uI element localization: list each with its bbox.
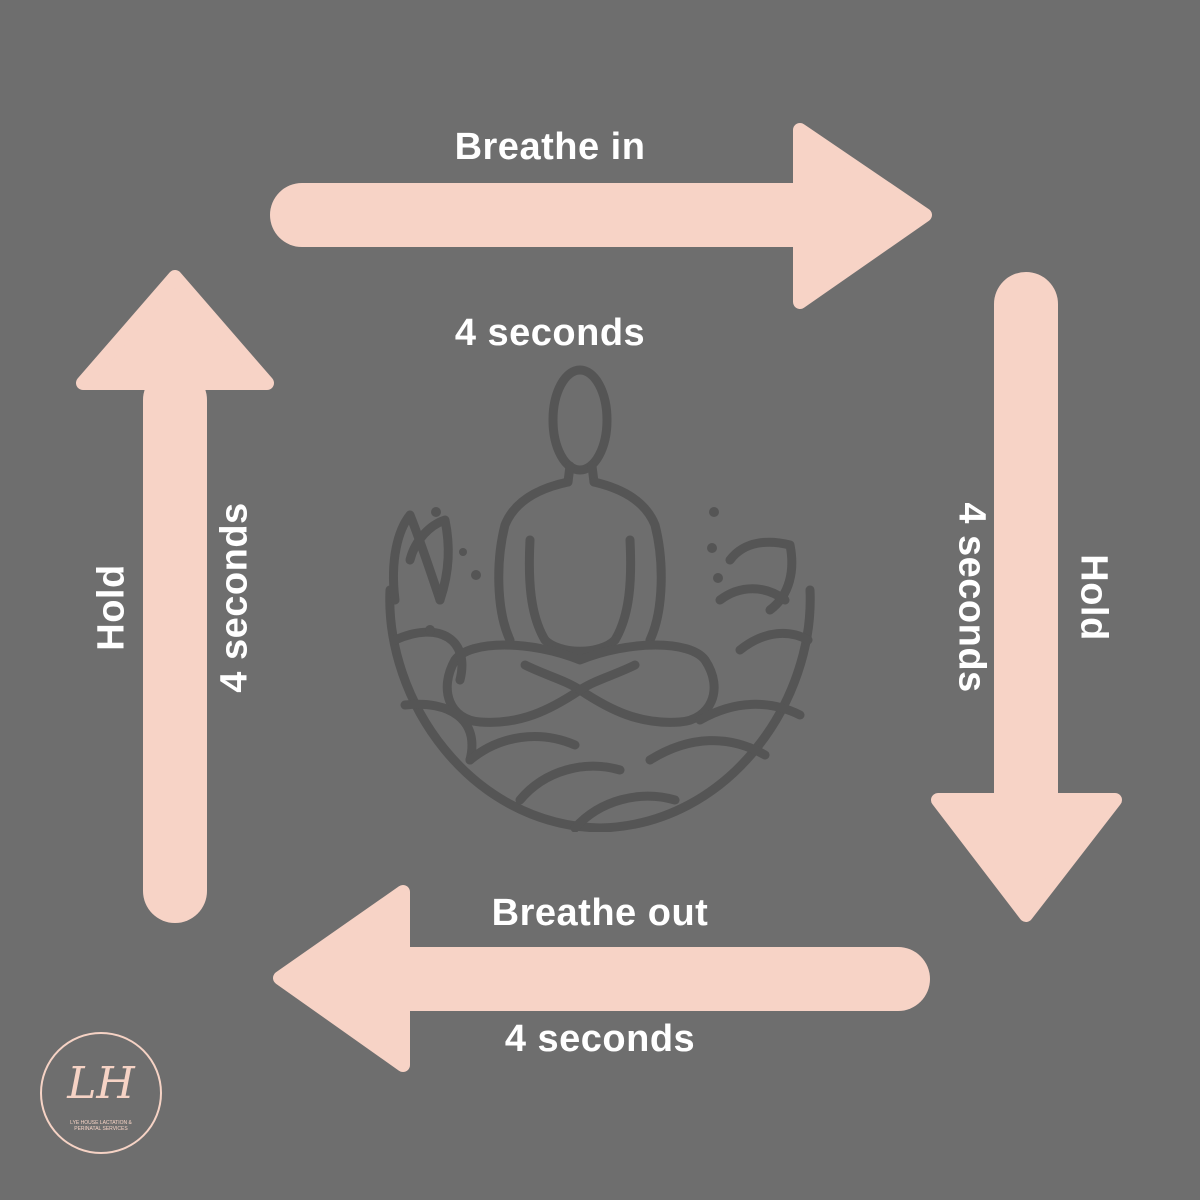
breathe-out-duration: 4 seconds: [504, 1018, 696, 1060]
breathe-in-label: Breathe in: [454, 126, 646, 168]
right-hold-label: Hold: [1072, 554, 1115, 641]
meditation-figure-icon: [385, 365, 815, 832]
right-hold-duration: 4 seconds: [950, 502, 993, 693]
left-hold-duration: 4 seconds: [213, 502, 256, 693]
brand-logo: LH LYE HOUSE LACTATION & PERINATAL SERVI…: [38, 1030, 164, 1156]
hold-down-arrow: [931, 272, 1122, 922]
breathe-in-arrow: [270, 123, 932, 309]
left-hold-label: Hold: [90, 564, 133, 651]
hold-up-arrow: [76, 270, 274, 923]
breathe-out-arrow: [273, 885, 930, 1072]
logo-circle: [40, 1032, 162, 1154]
logo-caption: LYE HOUSE LACTATION & PERINATAL SERVICES: [70, 1120, 132, 1132]
breathe-out-label: Breathe out: [491, 892, 709, 934]
breathe-in-duration: 4 seconds: [454, 312, 646, 354]
logo-monogram: LH: [67, 1058, 135, 1109]
